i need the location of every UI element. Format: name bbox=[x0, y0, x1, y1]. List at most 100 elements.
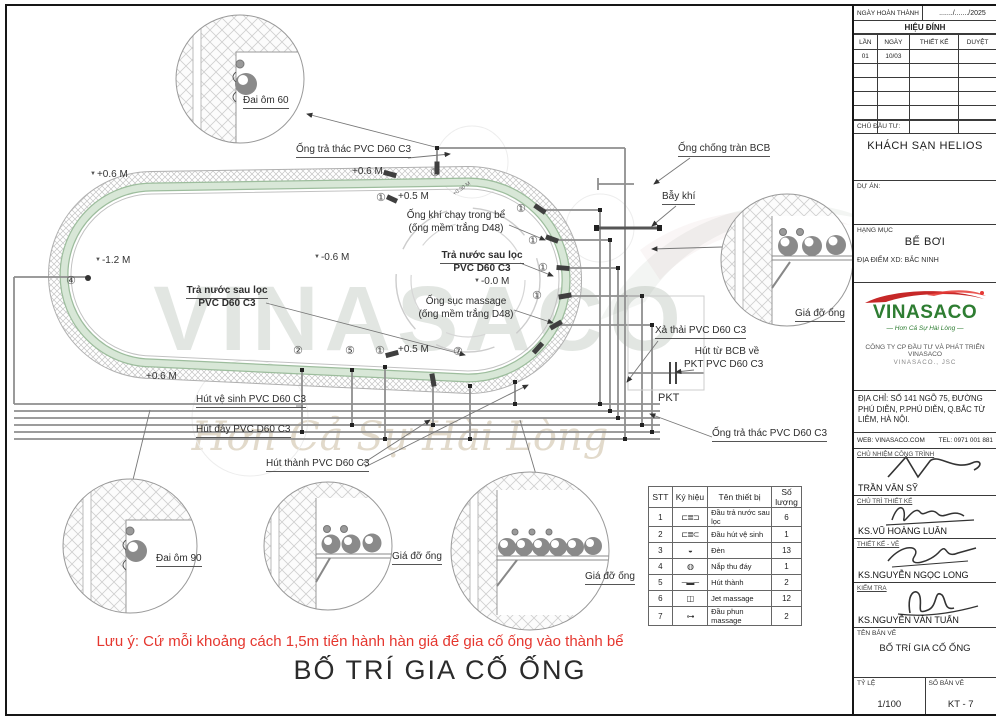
sheet-number-label: SỐ BẢN VẼ bbox=[928, 680, 965, 687]
elevation-marker-icon: ▼ bbox=[474, 278, 480, 284]
signature-project-manager: CHỦ NHIỆM CÔNG TRÌNH TRẦN VĂN SỸ bbox=[854, 449, 996, 496]
drawing-name-value: BỐ TRÍ GIA CỐ ỐNG bbox=[879, 643, 971, 654]
label-pipe-support-right: Giá đỡ ống bbox=[795, 308, 845, 322]
revision-row-empty bbox=[854, 63, 996, 78]
elevation-deep-end: ▼-1.2 M bbox=[95, 255, 131, 266]
cell-qty: 12 bbox=[771, 590, 802, 607]
label-overflow-pipe: Ống chống tràn BCB bbox=[678, 143, 771, 157]
revision-row: 01 10/03 bbox=[854, 49, 996, 64]
rev-cell bbox=[909, 49, 960, 64]
completion-date-value: ......./......./2025 bbox=[939, 9, 986, 17]
drawing-title: BỐ TRÍ GIA CỐ ỐNG bbox=[293, 655, 587, 685]
detail-bracket-big bbox=[450, 471, 610, 631]
rev-col-lan: LẦN bbox=[854, 34, 878, 50]
revision-row-empty bbox=[854, 91, 996, 106]
category-value: BỂ BƠI bbox=[904, 236, 946, 248]
label-pkt: PKT bbox=[658, 392, 680, 404]
label-filtered-return-right-line1: Trả nước sau lọc bbox=[440, 250, 524, 264]
signature-drafter: THIẾT KẾ - VẼ KS.NGUYỄN NGỌC LONG bbox=[854, 539, 996, 583]
label-massage-jet-line2: (ống mềm trắng D48) bbox=[418, 309, 514, 320]
label-bcb-suction-line1: Hút từ BCB về bbox=[694, 346, 760, 357]
signature-squiggle bbox=[887, 547, 977, 568]
detail-bracket-right bbox=[720, 193, 854, 327]
cell-stt: 2 bbox=[648, 526, 673, 543]
marker-1: ① bbox=[376, 192, 386, 204]
equipment-table-header: STT Ký hiệu Tên thiết bị Số lượng bbox=[648, 486, 802, 508]
drawing-name-section: TÊN BẢN VẼ BỐ TRÍ GIA CỐ ỐNG bbox=[854, 628, 996, 678]
investor-label: CHỦ ĐẦU TƯ: bbox=[857, 123, 901, 130]
rev-col-ngay: NGÀY bbox=[877, 34, 911, 50]
signature-name: KS.VŨ HOÀNG LUÂN bbox=[858, 526, 948, 536]
signature-role: CHỦ TRÌ THIẾT KẾ bbox=[857, 498, 913, 505]
drain-grate-icon: ◍ bbox=[671, 558, 709, 575]
cell-stt: 4 bbox=[648, 558, 673, 575]
label-air-pipe-line2: (ống mềm trắng D48) bbox=[408, 223, 504, 234]
company-name: CÔNG TY CP ĐẦU TƯ VÀ PHÁT TRIỂN VINASACO bbox=[865, 344, 985, 358]
sheet-number-value: KT - 7 bbox=[947, 699, 974, 710]
marker-7: ⑦ bbox=[453, 346, 463, 358]
label-drain-pipe: Xả thải PVC D60 C3 bbox=[655, 325, 747, 339]
label-massage-jet-line1: Ống sục massage bbox=[425, 296, 507, 307]
label-pipe-support-big: Giá đỡ ống bbox=[585, 571, 635, 585]
cell-qty: 1 bbox=[771, 558, 802, 575]
cell-name: Đầu phun massage bbox=[707, 606, 773, 626]
cell-qty: 13 bbox=[771, 542, 802, 559]
label-clamp-90: Đai ôm 90 bbox=[156, 553, 202, 567]
note-text: Lưu ý: Cứ mỗi khoảng cách 1,5m tiến hành… bbox=[96, 633, 624, 650]
project-label: DỰ ÁN: bbox=[857, 183, 881, 190]
revision-table-wrap: LẦN NGÀY THIẾT KẾ DUYỆT 01 10/03 bbox=[854, 34, 996, 134]
revision-table: LẦN NGÀY THIẾT KẾ DUYỆT 01 10/03 bbox=[854, 34, 996, 134]
elevation-top-mid: +0.6 M bbox=[352, 166, 383, 177]
marker-1: ① bbox=[528, 235, 538, 247]
signature-name: KS.NGUYỄN NGỌC LONG bbox=[858, 570, 969, 580]
equipment-table: STT Ký hiệu Tên thiết bị Số lượng 1⊏≣⊐Đầ… bbox=[648, 486, 802, 626]
revision-row-empty bbox=[854, 119, 996, 134]
elevation-mid: ▼-0.6 M bbox=[314, 252, 350, 263]
signature-role: CHỦ NHIỆM CÔNG TRÌNH bbox=[857, 451, 935, 458]
elevation-top-left: ▼+0.6 M bbox=[90, 169, 128, 180]
cell-qty: 6 bbox=[771, 507, 802, 527]
sheet-number-cell: SỐ BẢN VẼ KT - 7 bbox=[926, 678, 997, 714]
signature-role: KIỂM TRA bbox=[857, 585, 887, 592]
cell-name: Đầu hút vệ sinh bbox=[707, 526, 773, 543]
signature-role: THIẾT KẾ - VẼ bbox=[857, 541, 900, 548]
cell-stt: 7 bbox=[648, 606, 673, 626]
cell-stt: 5 bbox=[648, 574, 673, 591]
signature-name: KS.NGUYỄN VĂN TUẤN bbox=[858, 615, 959, 625]
cell-name: Đèn bbox=[707, 542, 773, 559]
marker-2: ② bbox=[293, 345, 303, 357]
marker-1: ① bbox=[375, 345, 385, 357]
label-wall-suction: Hút thành PVC D60 C3 bbox=[266, 458, 370, 472]
col-name: Tên thiết bị bbox=[707, 486, 773, 508]
rev-cell: 01 bbox=[854, 49, 878, 64]
rev-col-duyet: DUYỆT bbox=[958, 34, 996, 50]
rev-cell bbox=[958, 49, 996, 64]
label-return-waterfall-top: Ống trả thác PVC D60 C3 bbox=[296, 144, 412, 158]
marker-1: ① bbox=[538, 262, 548, 274]
category-label: HẠNG MỤC bbox=[857, 227, 893, 234]
logo-text: VINASACO bbox=[873, 302, 977, 323]
elevation-marker-icon: ▼ bbox=[95, 257, 101, 263]
col-stt: STT bbox=[648, 486, 673, 508]
label-filtered-return-right-line2: PVC D60 C3 bbox=[453, 263, 511, 274]
scale-number-row: TỶ LỆ 1/100 SỐ BẢN VẼ KT - 7 bbox=[854, 678, 996, 714]
signature-design-lead: CHỦ TRÌ THIẾT KẾ KS.VŨ HOÀNG LUÂN bbox=[854, 496, 996, 539]
watermark: VINASACO Hơn Cả Sự Hài Lòng bbox=[153, 125, 872, 477]
cell-qty: 2 bbox=[771, 606, 802, 626]
cell-stt: 6 bbox=[648, 590, 673, 607]
label-air-trap: Bẫy khí bbox=[662, 191, 696, 205]
elevation-half-top: +0.5 M bbox=[398, 191, 429, 202]
scale-value: 1/100 bbox=[877, 699, 902, 710]
jet-massage-icon: ◫ bbox=[671, 590, 709, 607]
elevation-half-bottom: +0.5 M bbox=[398, 344, 429, 355]
signature-squiggle bbox=[897, 591, 979, 616]
drawing-name-label: TÊN BẢN VẼ bbox=[857, 630, 897, 637]
marker-4: ④ bbox=[66, 275, 76, 287]
signature-name: TRẦN VĂN SỸ bbox=[858, 483, 919, 493]
cell-qty: 1 bbox=[771, 526, 802, 543]
label-air-pipe-line1: Ống khí chạy trong bể bbox=[406, 210, 506, 221]
